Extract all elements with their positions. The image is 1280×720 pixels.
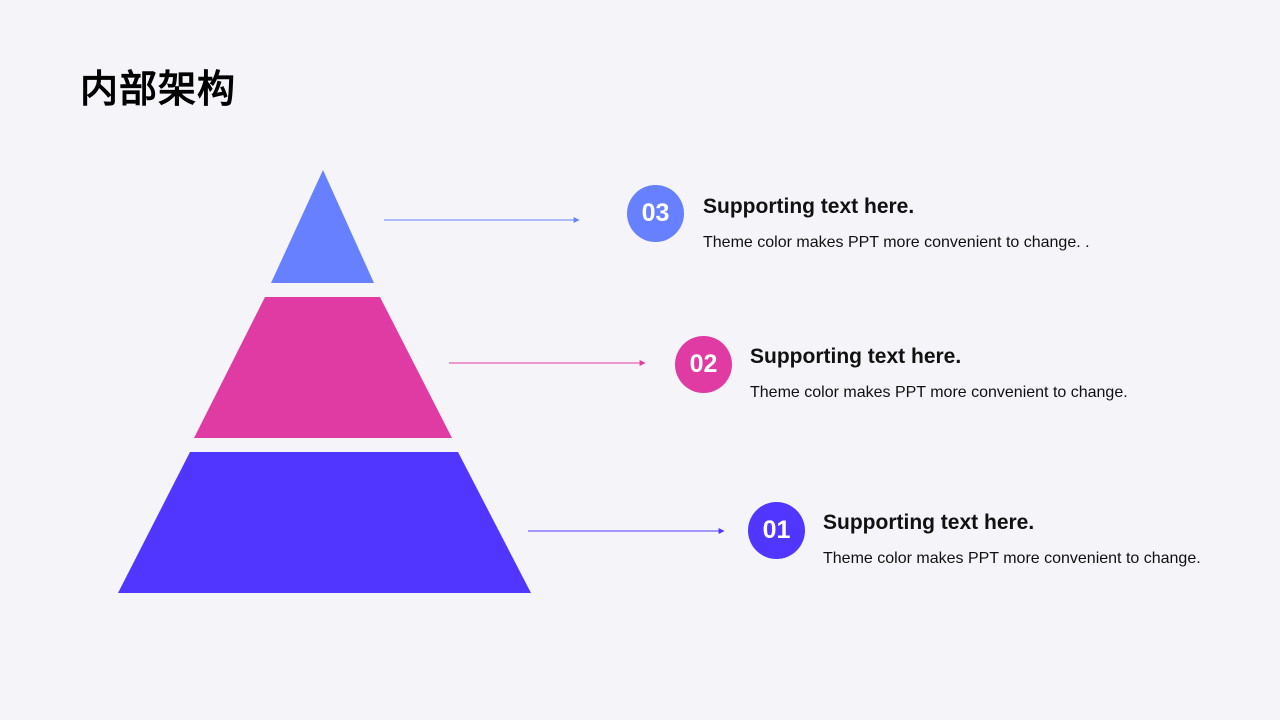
item-heading-02: Supporting text here.	[750, 345, 962, 368]
pyramid-tier-01	[118, 452, 531, 593]
pyramid-tier-03	[271, 170, 374, 283]
item-heading-03: Supporting text here.	[703, 195, 915, 218]
step-badge-02: 02	[675, 336, 732, 393]
step-badge-01: 01	[748, 502, 805, 559]
item-description-03: Theme color makes PPT more convenient to…	[703, 234, 1090, 251]
item-description-02: Theme color makes PPT more convenient to…	[750, 384, 1128, 401]
slide-title: 内部架构	[80, 67, 237, 111]
pyramid-tier-02	[194, 297, 452, 438]
step-badge-03: 03	[627, 185, 684, 242]
item-heading-01: Supporting text here.	[823, 511, 1035, 534]
item-description-01: Theme color makes PPT more convenient to…	[823, 550, 1201, 567]
